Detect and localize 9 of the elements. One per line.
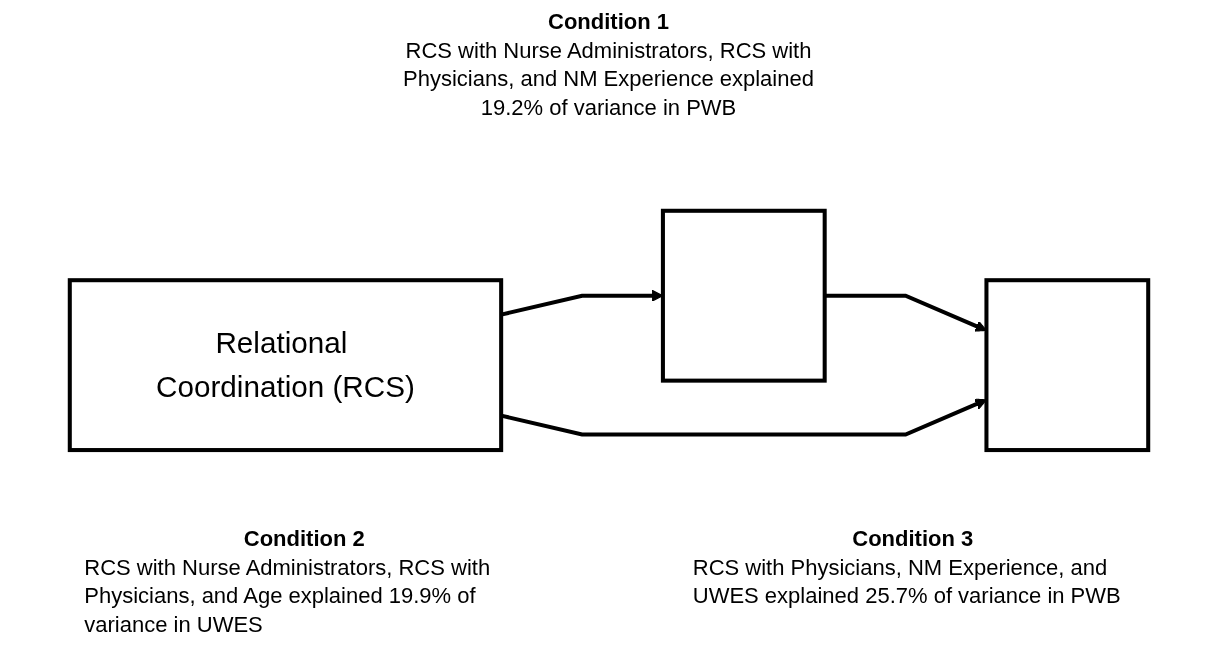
condition-heading: Condition 1 [547, 8, 670, 36]
note-text: RCS with Nurse Administrators, RCS with Physicians, and Age explained 19.9% of variance in UWES [84, 553, 492, 639]
process-box [983, 277, 1150, 452]
process-box: Relational Coordination (RCS) [67, 277, 503, 452]
condition-heading: Condition 3 [851, 525, 975, 553]
note-text: RCS with Nurse Administrators, RCS with Physicians, and NM Experience explained 19.2% of variance in PWB [402, 36, 815, 122]
note-text: RCS with Physicians, NM Experience, and UWES explained 25.7% of variance in PWB [692, 553, 1122, 611]
process-box [660, 208, 827, 383]
condition-heading: Condition 2 [242, 525, 366, 553]
